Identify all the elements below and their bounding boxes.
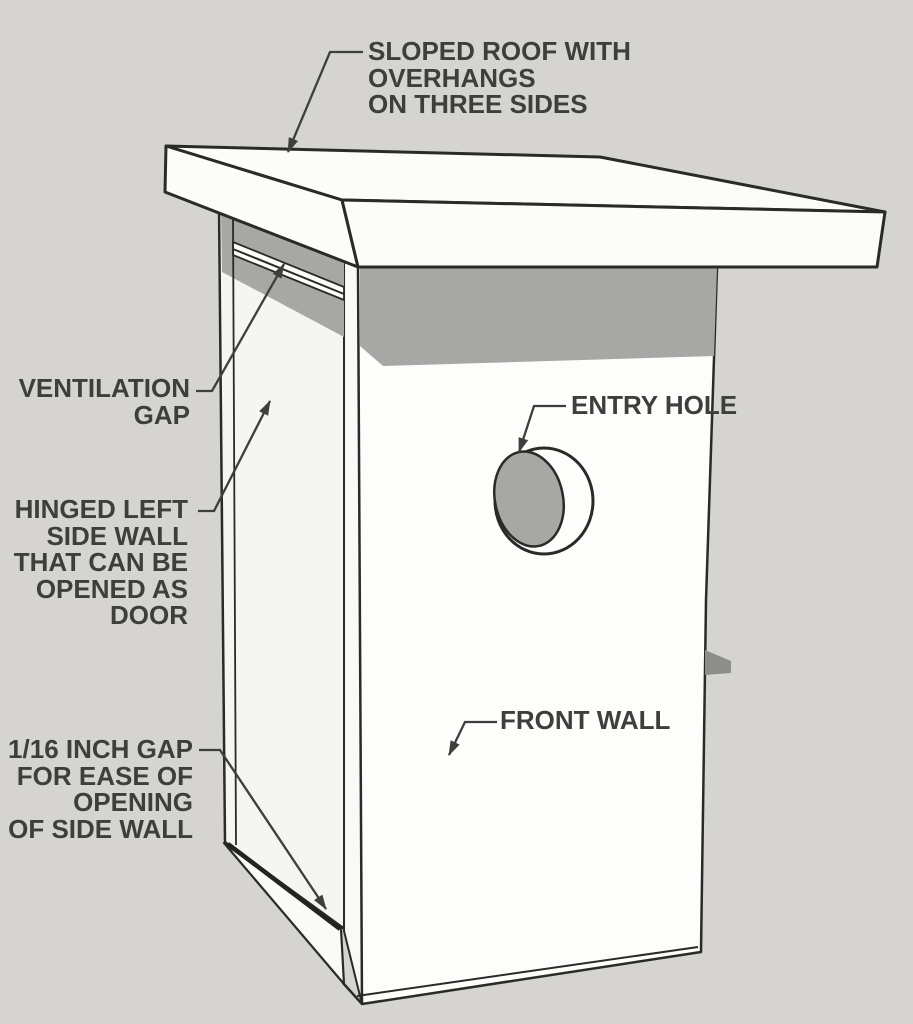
label-line: GAP — [133, 399, 190, 430]
label-line: 1/16 INCH GAP — [8, 734, 193, 764]
label-ventilation-gap: VENTILATION GAP — [19, 375, 190, 428]
back-panel-wedge — [705, 650, 731, 675]
label-hinged-side-wall: HINGED LEFT SIDE WALL THAT CAN BE OPENED… — [14, 496, 188, 629]
label-line: FOR EASE OF — [16, 760, 193, 791]
leader-hinged-side-wall — [198, 400, 272, 513]
label-line: HINGED LEFT — [14, 494, 188, 524]
label-sloped-roof: SLOPED ROOF WITH OVERHANGS ON THREE SIDE… — [368, 38, 631, 118]
label-line: VENTILATION — [18, 373, 190, 403]
sloped-roof — [163, 144, 887, 269]
ventilation-slot-line — [232, 248, 345, 295]
front-wall — [354, 258, 720, 1006]
bottom-corner-outline — [342, 982, 363, 1005]
label-line: ON THREE SIDES — [368, 89, 588, 119]
label-front-wall: FRONT WALL — [500, 705, 671, 735]
door-bottom-gap-line — [226, 842, 342, 931]
label-line: DOOR — [110, 600, 188, 630]
roof-front-fascia — [340, 198, 887, 269]
label-line: OF SIDE WALL — [8, 813, 193, 844]
leader-entry-hole — [517, 404, 566, 453]
label-line: OVERHANGS — [368, 62, 536, 93]
label-line: OPENING — [73, 787, 193, 817]
door-hinge-line — [232, 217, 237, 846]
leader-front-wall — [447, 720, 497, 756]
floor-edge-line — [356, 946, 699, 997]
label-line: THAT CAN BE — [13, 547, 188, 577]
label-entry-hole: ENTRY HOLE — [571, 390, 738, 420]
leader-sloped-roof — [286, 50, 363, 153]
leader-lines — [196, 50, 566, 910]
roof-shadow-front-wall — [360, 267, 717, 366]
leader-ventilation-gap — [196, 263, 286, 393]
label-gap-one-sixteenth: 1/16 INCH GAP FOR EASE OF OPENING OF SID… — [8, 736, 193, 842]
label-line: SIDE WALL — [46, 520, 188, 551]
label-line: SLOPED ROOF WITH — [368, 36, 631, 66]
leader-gap-one-sixteenth — [199, 748, 327, 910]
label-line: OPENED AS — [35, 573, 188, 604]
